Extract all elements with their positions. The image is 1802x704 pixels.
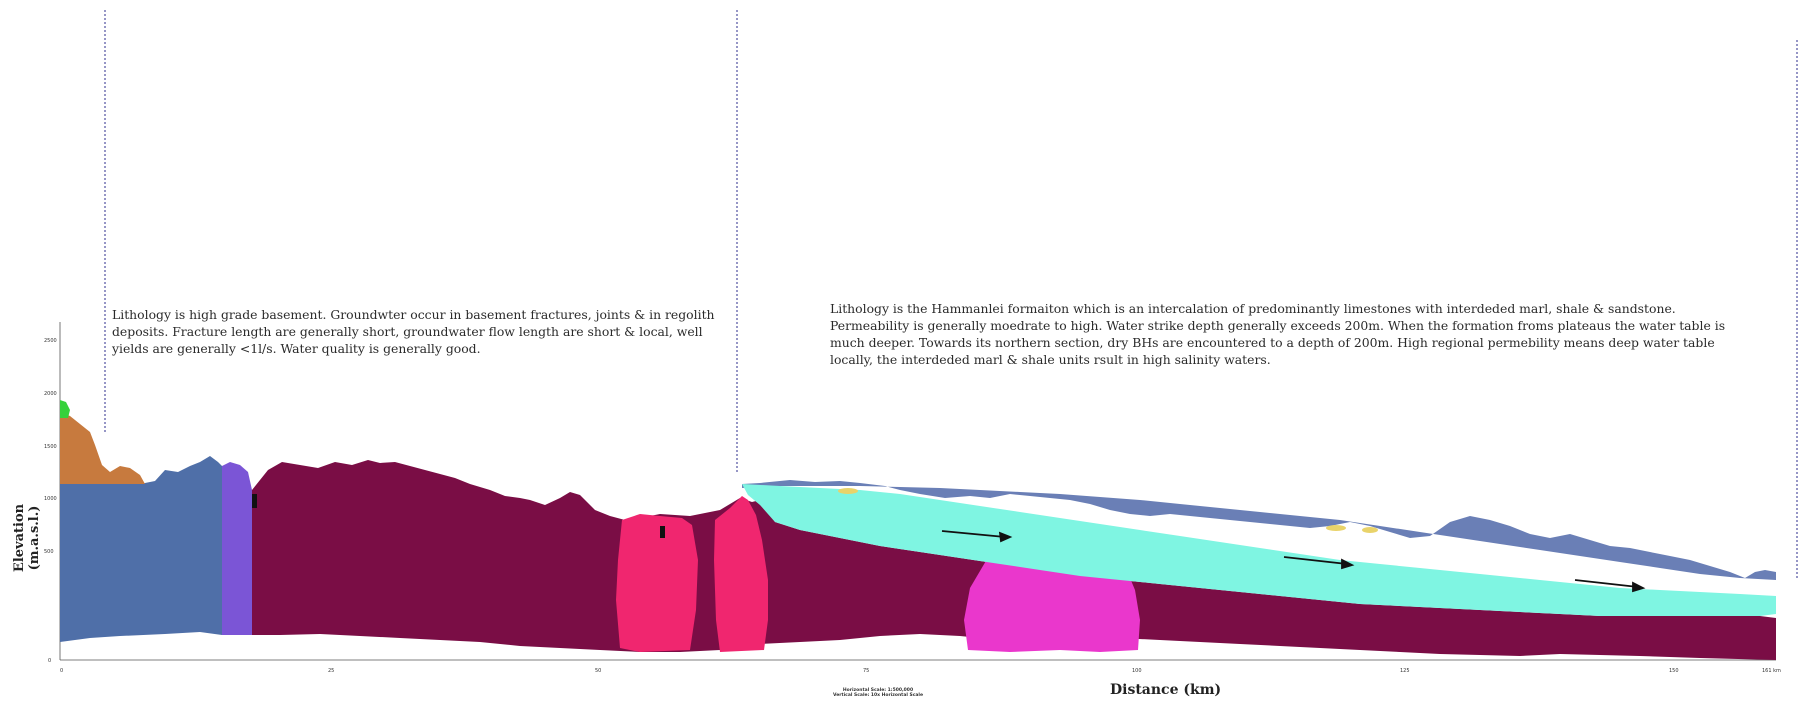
y-axis-label: Elevation (m.a.s.l.): [12, 503, 42, 573]
borehole-marker: [252, 494, 257, 508]
pink-intrusion-1: [616, 514, 698, 652]
y-tick-label: 0: [48, 658, 51, 664]
y-tick-label: 2000: [44, 391, 57, 397]
regolith-brown-unit: [60, 412, 145, 484]
y-tick-label: 500: [44, 549, 54, 555]
flow-arrows: [941, 530, 1646, 593]
basement-blue-unit: [60, 456, 222, 642]
x-tick-label: 161 km: [1762, 668, 1781, 674]
vertical-scale-text: Vertical Scale: 10x Horizontal Scale: [832, 693, 924, 698]
x-tick-label: 75: [863, 668, 869, 674]
annotation-hammanlei: Lithology is the Hammanlei formaiton whi…: [830, 301, 1726, 367]
yellow-patch: [1326, 525, 1346, 531]
x-tick-label: 150: [1669, 668, 1679, 674]
yellow-patch: [838, 488, 858, 494]
purple-unit: [222, 462, 252, 635]
x-tick-label: 125: [1400, 668, 1410, 674]
hammanlei-aquifer-band: [742, 484, 1776, 616]
x-axis-label: Distance (km): [1110, 682, 1222, 698]
x-tick-label: 25: [328, 668, 334, 674]
horizontal-scale-text: Horizontal Scale: 1:500,000: [842, 688, 914, 693]
y-ticks: 2500 2000 1500 1000 500 0: [44, 338, 57, 664]
x-tick-label: 50: [595, 668, 601, 674]
yellow-patch: [1362, 527, 1378, 533]
annotation-basement: Lithology is high grade basement. Ground…: [112, 307, 715, 356]
x-tick-label: 100: [1132, 668, 1142, 674]
y-tick-label: 1000: [44, 496, 57, 502]
y-tick-label: 1500: [44, 444, 57, 450]
pink-intrusion-2: [714, 496, 768, 652]
y-tick-label: 2500: [44, 338, 57, 344]
green-cap-unit: [60, 400, 70, 418]
borehole-marker: [660, 526, 665, 538]
scale-note: Horizontal Scale: 1:500,000 Vertical Sca…: [818, 688, 938, 698]
x-tick-label: 0: [60, 668, 63, 674]
x-ticks: 0 25 50 75 100 125 150 161 km: [60, 668, 1781, 674]
